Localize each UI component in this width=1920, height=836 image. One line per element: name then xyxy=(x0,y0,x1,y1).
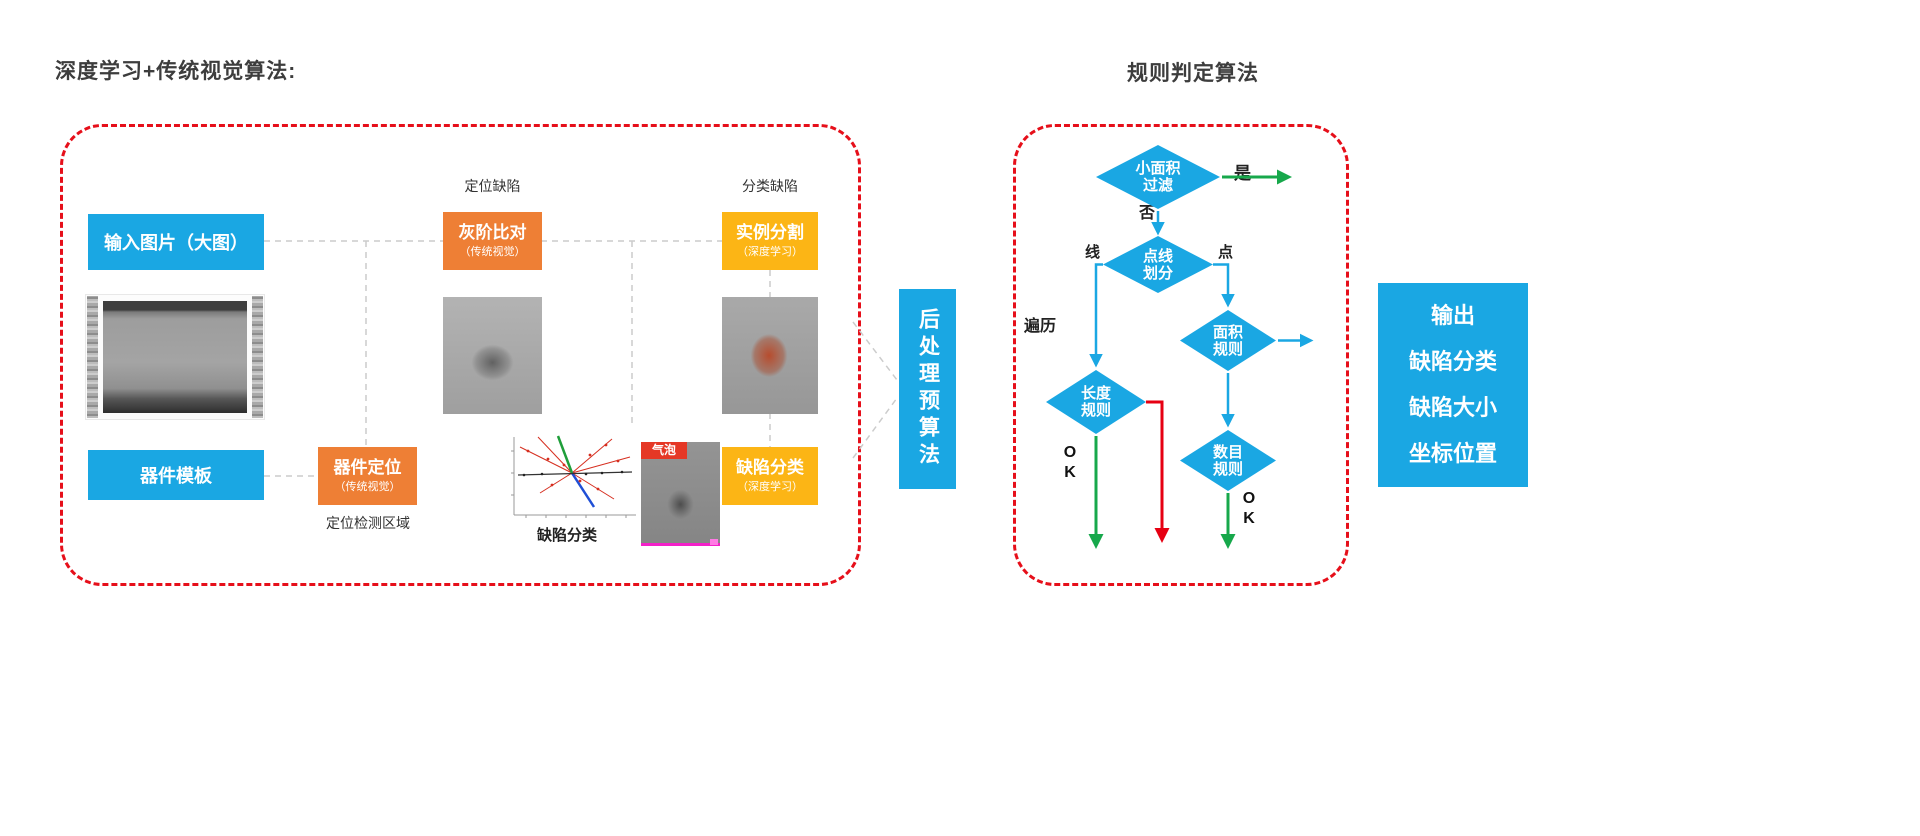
ok-letter-k: K xyxy=(1243,510,1255,527)
scatter-caption: 缺陷分类 xyxy=(536,527,597,544)
point-line-split-line1: 点线 xyxy=(1142,247,1173,265)
right-section-title: 规则判定算法 xyxy=(1127,62,1259,85)
locate-region-caption: 定位检测区域 xyxy=(326,515,410,531)
gray-defect-image xyxy=(443,297,542,414)
instance-segmentation-box: 实例分割 （深度学习） xyxy=(722,212,818,270)
panel-left-edge-texture xyxy=(87,296,98,418)
device-locate-title: 器件定位 xyxy=(333,458,402,477)
output-line-coordinates: 坐标位置 xyxy=(1408,441,1497,466)
device-template-box: 器件模板 xyxy=(88,450,264,500)
traverse-label: 遍历 xyxy=(1024,318,1057,335)
ok-letter-k: K xyxy=(1064,464,1076,481)
gray-compare-subtitle: （传统视觉） xyxy=(459,246,526,258)
output-line-defect-size: 缺陷大小 xyxy=(1408,395,1497,420)
ok-letter-o: O xyxy=(1063,444,1077,461)
input-image-label: 输入图片（大图） xyxy=(104,233,248,253)
ok-letter-o: O xyxy=(1242,490,1256,507)
panel-right-edge-texture xyxy=(252,296,263,418)
input-panel-image xyxy=(85,294,265,420)
count-rule-line1: 数目 xyxy=(1212,443,1243,461)
defect-scatter-plot: 缺陷分类 xyxy=(494,431,640,547)
left-section-title: 深度学习+传统视觉算法: xyxy=(55,60,297,83)
line-branch-label: 线 xyxy=(1085,244,1101,261)
bubble-baseline-marker xyxy=(710,539,718,545)
length-rule-line2: 规则 xyxy=(1080,402,1111,419)
output-box: 输出 缺陷分类 缺陷大小 坐标位置 xyxy=(1378,283,1528,487)
output-line-title: 输出 xyxy=(1430,303,1475,328)
rule-flowchart-frame xyxy=(1013,124,1349,586)
small-area-filter-line2: 过滤 xyxy=(1142,177,1173,194)
bubble-baseline xyxy=(641,543,720,546)
device-locate-box: 器件定位 （传统视觉） xyxy=(318,447,417,505)
point-line-split-line2: 划分 xyxy=(1142,264,1173,282)
input-image-box: 输入图片（大图） xyxy=(88,214,264,270)
output-line-defect-class: 缺陷分类 xyxy=(1408,349,1497,374)
gray-compare-box: 灰阶比对 （传统视觉） xyxy=(443,212,542,270)
no-label: 否 xyxy=(1139,205,1156,222)
bubble-tag-label: 气泡 xyxy=(641,442,688,459)
count-rule-line2: 规则 xyxy=(1212,460,1243,478)
length-rule-line1: 长度 xyxy=(1080,385,1111,402)
point-branch-label: 点 xyxy=(1218,244,1234,261)
length-rule-ok-label: O K xyxy=(1058,443,1082,483)
instance-segmentation-title: 实例分割 xyxy=(736,223,804,242)
device-template-label: 器件模板 xyxy=(140,466,212,486)
panel-body xyxy=(103,301,247,413)
post-processing-box: 后处理预算法 xyxy=(899,289,956,489)
bubble-defect-image: 气泡 xyxy=(641,442,720,546)
classify-defect-caption: 分类缺陷 xyxy=(742,178,798,194)
small-area-filter-line1: 小面积 xyxy=(1135,160,1181,177)
defect-classification-title: 缺陷分类 xyxy=(736,458,804,477)
area-rule-line1: 面积 xyxy=(1212,323,1243,341)
gray-compare-title: 灰阶比对 xyxy=(458,223,527,242)
segmented-defect-image xyxy=(722,297,818,414)
scatter-plot-canvas xyxy=(494,431,640,527)
device-locate-subtitle: （传统视觉） xyxy=(334,481,401,493)
defect-classification-box: 缺陷分类 （深度学习） xyxy=(722,447,818,505)
locate-defect-caption: 定位缺陷 xyxy=(464,178,521,194)
area-rule-line2: 规则 xyxy=(1212,340,1243,358)
defect-classification-subtitle: （深度学习） xyxy=(737,481,803,493)
count-rule-ok-label: O K xyxy=(1237,489,1261,529)
post-processing-label: 后处理预算法 xyxy=(916,308,940,470)
instance-segmentation-subtitle: （深度学习） xyxy=(737,246,803,258)
